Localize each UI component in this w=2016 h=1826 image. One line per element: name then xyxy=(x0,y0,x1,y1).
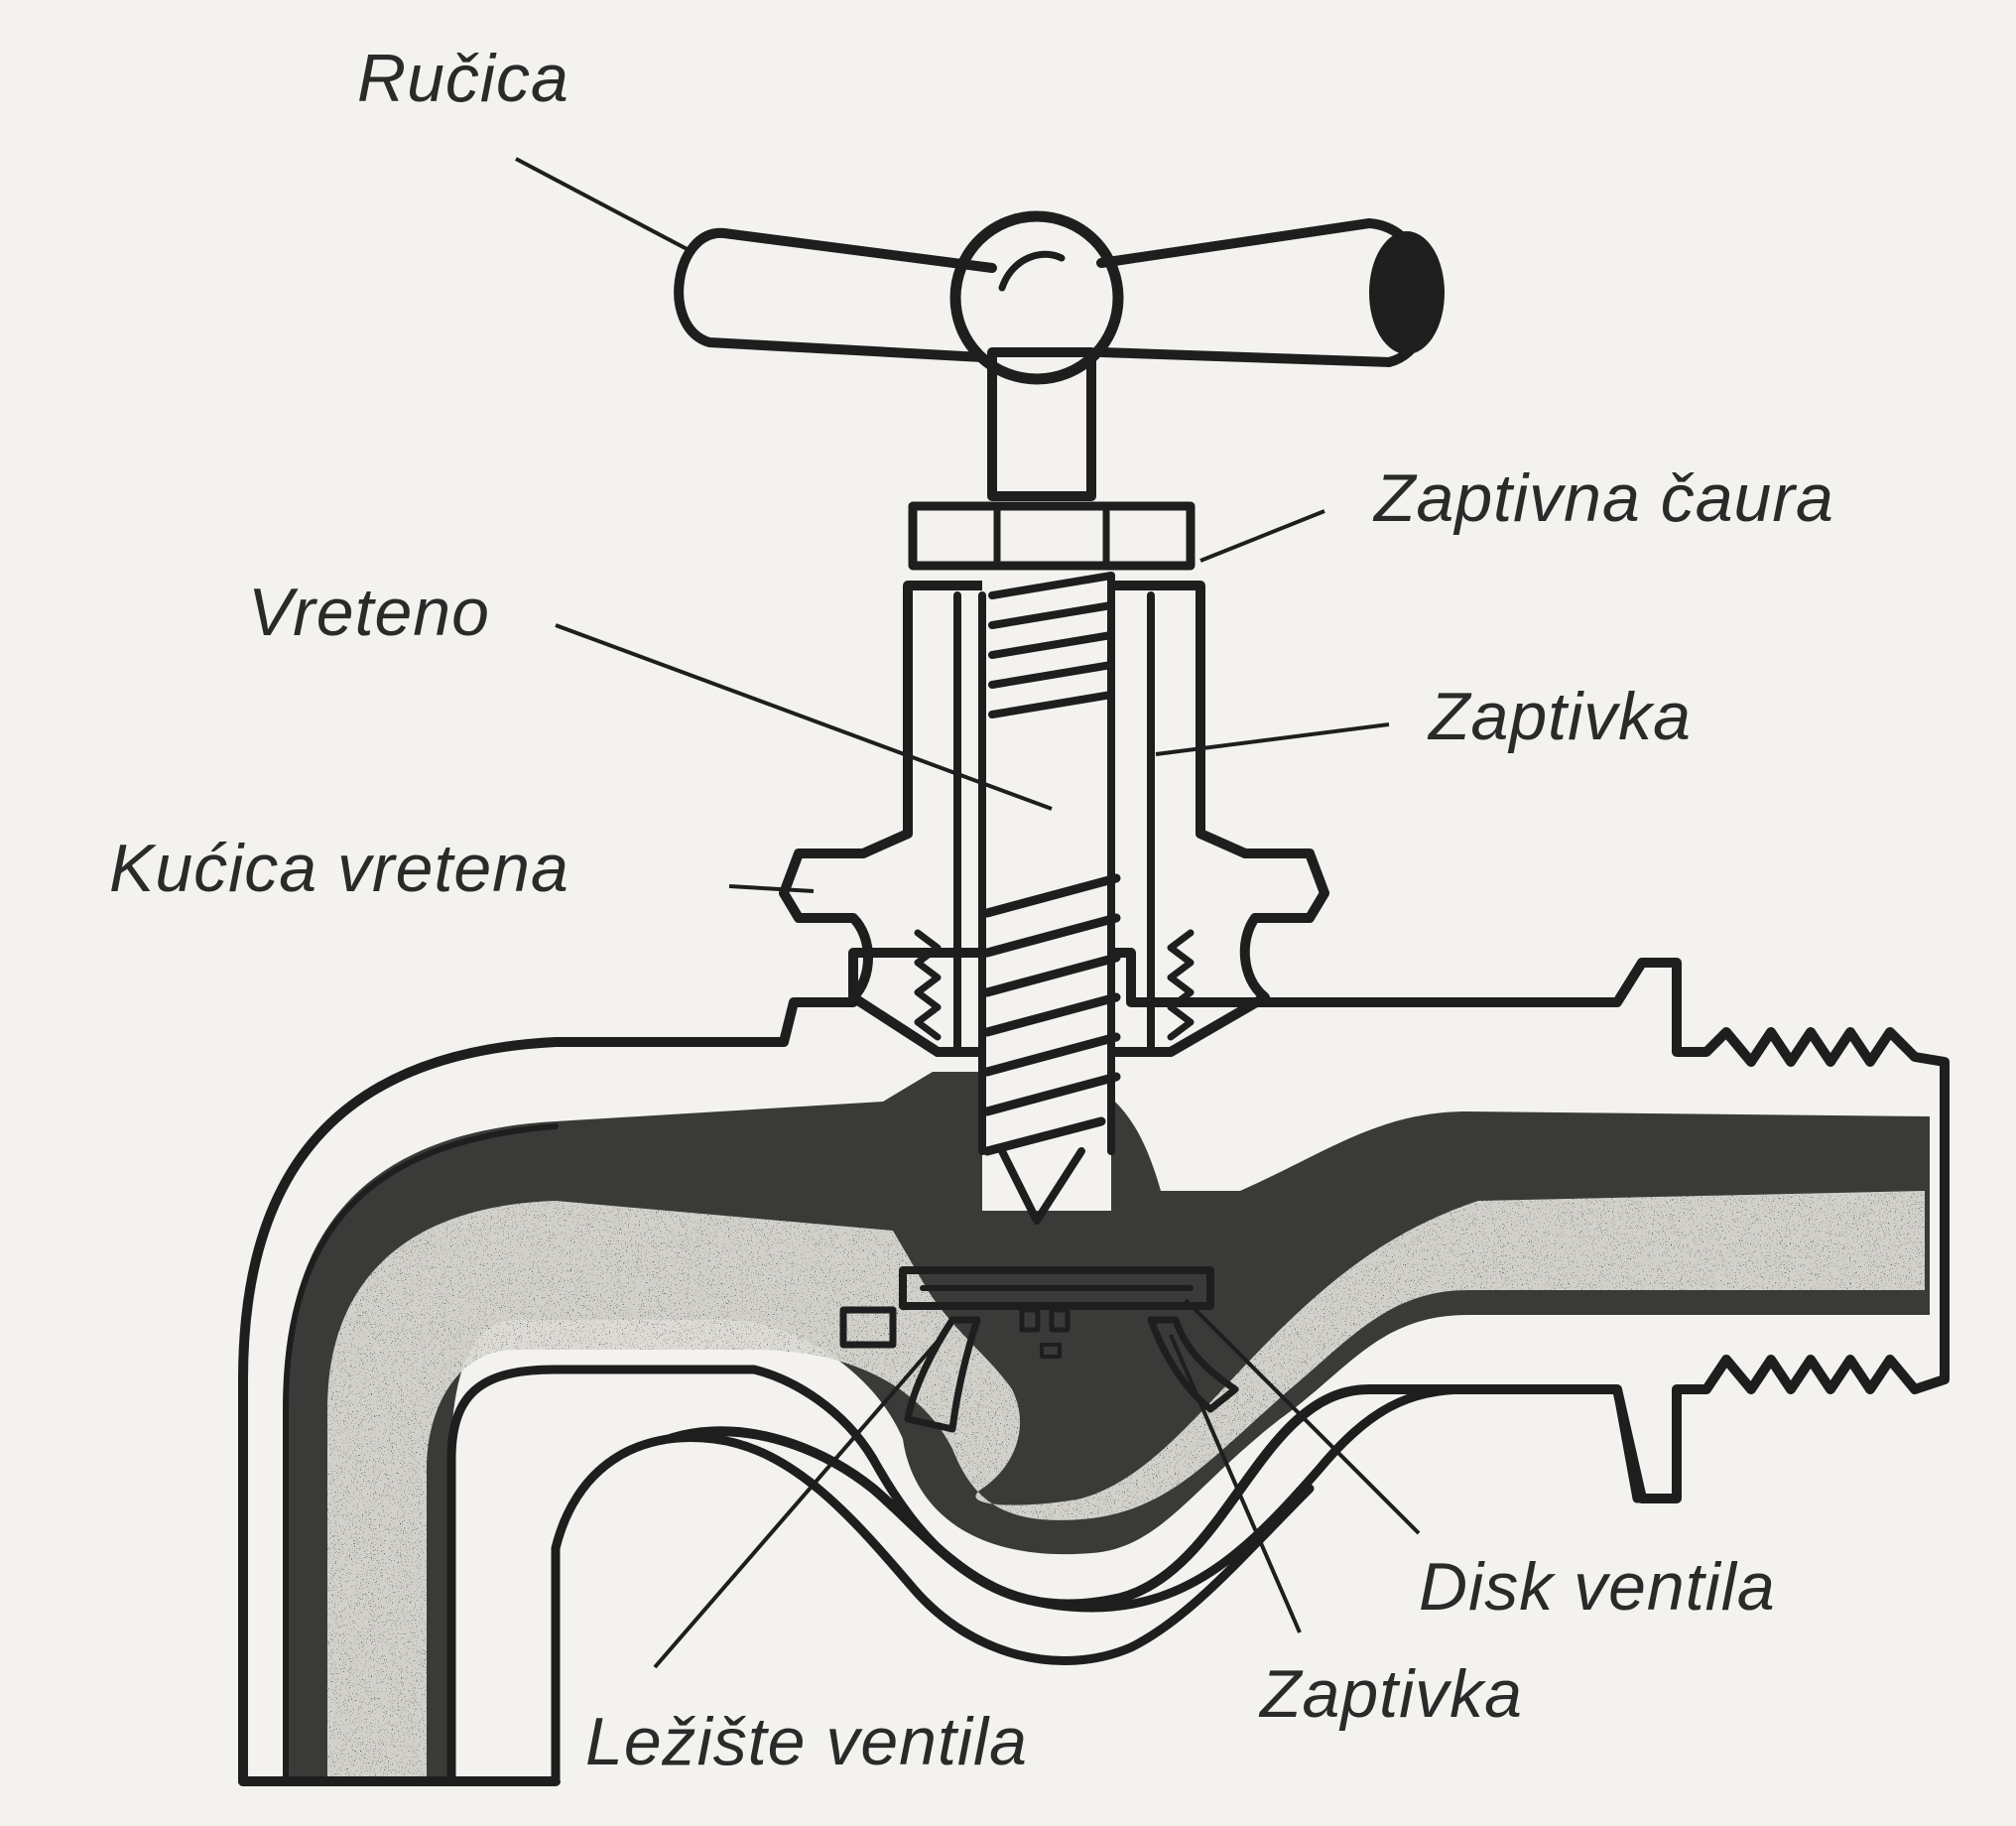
label-spindle-housing: Kućica vretena xyxy=(109,831,569,906)
label-valve-seat: Ležište ventila xyxy=(585,1704,1028,1779)
leader-spindle xyxy=(555,623,1053,811)
labels: Ručica Zaptivna čaura Vreteno Zaptivka K… xyxy=(109,41,1834,1779)
label-gasket-top: Zaptivka xyxy=(1427,679,1692,754)
handle xyxy=(674,210,1445,501)
label-valve-disc: Disk ventila xyxy=(1419,1549,1776,1625)
leader-valve-seat xyxy=(653,1328,949,1669)
valve-seat xyxy=(904,1316,981,1433)
label-gasket-bottom: Zaptivka xyxy=(1258,1656,1523,1732)
leader-handle xyxy=(515,157,695,255)
spindle-housing xyxy=(779,581,1329,1057)
valve-disc xyxy=(899,1266,1214,1310)
leader-gasket-bottom xyxy=(1169,1334,1302,1633)
leader-lines xyxy=(515,157,1421,1669)
handle-end-cap xyxy=(1369,231,1445,354)
packing-nut xyxy=(908,501,1196,571)
leader-gasket-top xyxy=(1155,722,1390,756)
handle-knob xyxy=(949,210,1124,385)
label-spindle: Vreteno xyxy=(248,575,490,650)
water-channel xyxy=(238,1072,1930,1786)
leader-valve-disc xyxy=(1184,1298,1421,1535)
label-packing-nut: Zaptivna čaura xyxy=(1372,460,1834,536)
leader-packing-nut xyxy=(1199,509,1325,563)
valve-assembly xyxy=(839,1266,1239,1433)
label-handle: Ručica xyxy=(357,41,569,116)
leader-spindle-housing xyxy=(728,884,815,893)
